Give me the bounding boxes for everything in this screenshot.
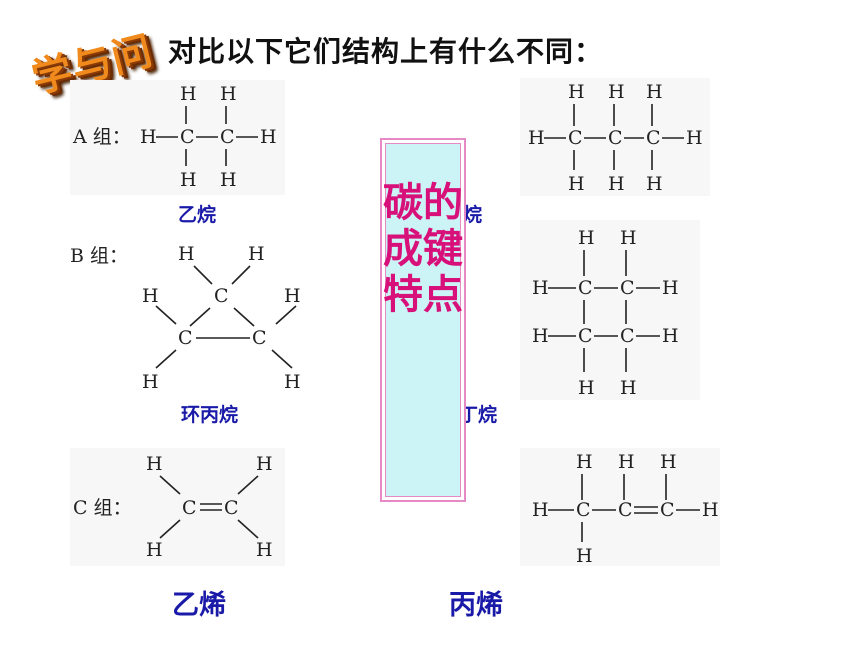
svg-text:H: H (702, 499, 719, 521)
svg-text:H: H (662, 277, 679, 299)
panel-propane (520, 78, 710, 196)
svg-text:C: C (220, 126, 235, 148)
group-label-b: B 组： (70, 245, 128, 267)
svg-text:C: C (578, 325, 593, 347)
name-ethylene: 乙烯 (172, 590, 226, 621)
svg-text:H: H (576, 545, 593, 567)
svg-text:H: H (686, 127, 703, 149)
svg-text:H: H (220, 169, 237, 191)
svg-text:H: H (576, 451, 593, 473)
svg-text:C: C (214, 285, 229, 307)
svg-text:C: C (180, 126, 195, 148)
svg-text:C: C (620, 325, 635, 347)
ethane-structure: A 组： H H H C C H H H (72, 83, 277, 191)
svg-text:C: C (568, 127, 583, 149)
svg-text:C: C (618, 499, 633, 521)
svg-text:H: H (180, 83, 197, 105)
svg-text:H: H (532, 499, 549, 521)
svg-text:H: H (284, 285, 301, 307)
svg-text:H: H (532, 277, 549, 299)
svg-text:C: C (182, 497, 197, 519)
svg-text:H: H (578, 377, 595, 399)
svg-text:H: H (568, 173, 585, 195)
svg-text:C: C (576, 499, 591, 521)
propene-structure: H H H H C C C H H (532, 451, 719, 567)
svg-text:H: H (568, 81, 585, 103)
svg-text:C: C (620, 277, 635, 299)
svg-text:H: H (646, 81, 663, 103)
name-propane-partial: 烷 (463, 204, 483, 226)
svg-text:H: H (142, 371, 159, 393)
svg-text:H: H (146, 453, 163, 475)
carbon-bonding-callout: 碳的成键特点 (380, 138, 466, 502)
propane-structure: H H H H C C C H H H H (528, 81, 703, 195)
svg-text:H: H (528, 127, 545, 149)
svg-text:H: H (532, 325, 549, 347)
svg-text:H: H (662, 325, 679, 347)
panel-cyclobutane (520, 220, 700, 400)
svg-text:C: C (252, 327, 267, 349)
svg-text:C: C (660, 499, 675, 521)
svg-text:C: C (646, 127, 661, 149)
svg-text:H: H (620, 227, 637, 249)
svg-text:H: H (178, 243, 195, 265)
svg-text:C: C (224, 497, 239, 519)
name-cyclopropane: 环丙烷 (181, 404, 239, 426)
svg-text:H: H (256, 539, 273, 561)
svg-text:H: H (180, 169, 197, 191)
svg-text:H: H (608, 81, 625, 103)
callout-text: 碳的成键特点 (383, 180, 463, 318)
svg-text:H: H (142, 285, 159, 307)
group-label-a: A 组： (72, 126, 131, 148)
svg-text:H: H (140, 126, 157, 148)
svg-text:C: C (178, 327, 193, 349)
svg-text:H: H (256, 453, 273, 475)
svg-text:C: C (608, 127, 623, 149)
svg-text:H: H (646, 173, 663, 195)
svg-text:H: H (248, 243, 265, 265)
ethylene-structure: C 组： H H C C H H (73, 453, 273, 561)
group-label-c: C 组： (73, 497, 132, 519)
panel-propene (520, 448, 720, 566)
name-ethane: 乙烷 (178, 204, 217, 226)
svg-text:H: H (220, 83, 237, 105)
svg-text:H: H (578, 227, 595, 249)
svg-text:H: H (618, 451, 635, 473)
svg-text:H: H (260, 126, 277, 148)
svg-text:H: H (620, 377, 637, 399)
svg-text:H: H (146, 539, 163, 561)
svg-text:H: H (660, 451, 677, 473)
name-propene: 丙烯 (449, 590, 503, 621)
cyclobutane-structure: H H H C C H H C C H H H (532, 227, 679, 399)
panel-ethylene (70, 448, 285, 566)
cyclopropane-structure: B 组： H H C H H C C H H (70, 243, 301, 393)
svg-text:H: H (284, 371, 301, 393)
svg-text:C: C (578, 277, 593, 299)
svg-text:H: H (608, 173, 625, 195)
page-title: 对比以下它们结构上有什么不同： (168, 35, 604, 68)
